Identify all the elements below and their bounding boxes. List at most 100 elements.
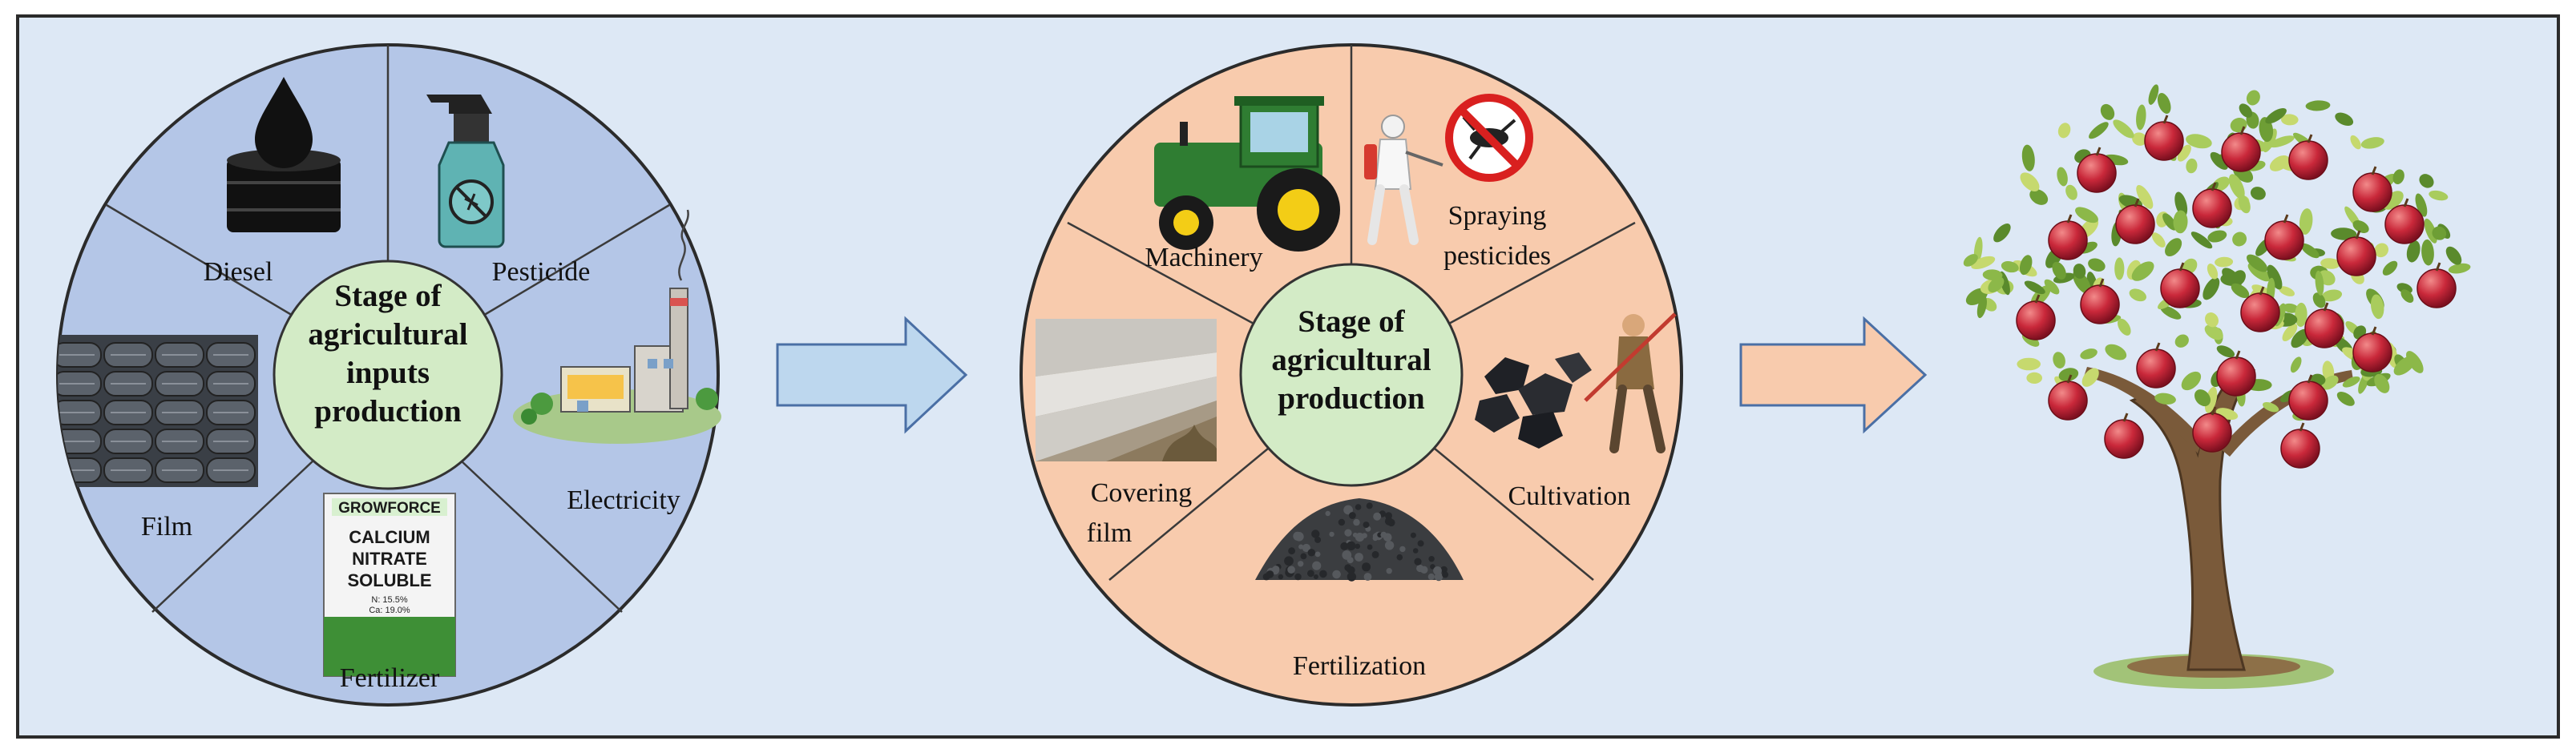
granule <box>1366 502 1373 509</box>
fertilizer-bag-icon: GROWFORCE CALCIUM NITRATE SOLUBLE N: 15.… <box>323 493 456 677</box>
apple-stem <box>2066 214 2073 223</box>
granule <box>1347 572 1357 582</box>
granule <box>1362 562 1371 572</box>
leaf <box>2190 232 2213 249</box>
granule <box>1293 531 1302 541</box>
leaf <box>2360 137 2384 149</box>
leaf <box>2279 286 2295 296</box>
apple <box>2221 132 2261 172</box>
leaf <box>2321 289 2343 302</box>
granule <box>1312 561 1322 570</box>
granule <box>1302 543 1310 553</box>
granule <box>1298 561 1304 567</box>
granule <box>1332 570 1341 579</box>
leaf <box>2232 232 2247 247</box>
leaf <box>2415 193 2428 217</box>
leaf <box>2421 239 2434 266</box>
oil-drop-icon <box>255 77 313 168</box>
granule <box>1288 547 1295 555</box>
apple <box>2048 381 2088 421</box>
leaf <box>2129 288 2146 302</box>
granule <box>1363 521 1370 529</box>
granule <box>1300 553 1307 560</box>
leaf <box>2283 303 2299 313</box>
leaf <box>2432 226 2447 240</box>
granule <box>1380 531 1387 538</box>
no-insect-icon <box>1445 94 1533 182</box>
apple <box>2336 236 2376 276</box>
leaf <box>2174 191 2188 217</box>
leaf <box>2246 90 2260 106</box>
label-spraying-line-1: Spraying <box>1448 201 1547 231</box>
leaf <box>2406 240 2421 263</box>
leaf <box>2029 188 2049 205</box>
leaf <box>2151 232 2166 248</box>
leaf <box>2247 254 2268 272</box>
granule <box>1311 530 1320 538</box>
fertilizer-bag-line-2: NITRATE <box>352 549 427 569</box>
leaf <box>2024 280 2045 295</box>
leaf <box>2405 351 2424 373</box>
granule <box>1287 566 1295 574</box>
apple <box>2016 300 2056 340</box>
granule <box>1420 566 1428 574</box>
leaf <box>2131 261 2154 281</box>
granule <box>1399 546 1406 553</box>
granule <box>1367 544 1373 550</box>
leaf <box>2336 392 2355 406</box>
inputs-center-line-4: production <box>314 394 462 429</box>
fertilizer-granules-icon <box>1255 498 1464 582</box>
inputs-hub <box>273 260 503 490</box>
granule <box>1319 570 1327 578</box>
apple <box>2304 308 2344 348</box>
apple <box>2384 204 2425 244</box>
leaf <box>1963 254 1978 267</box>
apple-stem <box>2034 294 2041 304</box>
leaf <box>2053 352 2065 368</box>
leaf <box>2019 255 2033 276</box>
granule <box>1414 558 1422 566</box>
leaf <box>2331 228 2357 240</box>
granule <box>1355 553 1363 562</box>
granule <box>1363 573 1372 581</box>
leaf <box>2320 258 2340 269</box>
granule <box>1396 554 1403 561</box>
leaf <box>2231 283 2250 299</box>
leaf <box>2382 260 2398 276</box>
apple-stem <box>2355 230 2361 240</box>
granule <box>1355 504 1362 510</box>
apple-stem <box>2134 198 2140 207</box>
leaf <box>2021 144 2035 171</box>
leaf <box>2335 112 2354 127</box>
apple-tree-icon <box>1963 84 2471 689</box>
leaf <box>2239 103 2253 118</box>
leaf <box>1971 256 1996 269</box>
label-cultivation: Cultivation <box>1508 481 1631 511</box>
leaf <box>2305 100 2331 111</box>
granule <box>1442 571 1449 578</box>
leaf <box>2295 302 2307 328</box>
leaf <box>2228 174 2245 199</box>
leaf <box>2429 190 2449 201</box>
leaf <box>2177 144 2191 162</box>
fertilizer-bag-spec-2: Ca: 19.0% <box>369 606 410 615</box>
leaf <box>2186 134 2212 149</box>
granule <box>1412 548 1419 554</box>
fertilizer-bag-brand: GROWFORCE <box>338 500 441 517</box>
granule <box>1372 535 1379 542</box>
apple <box>2104 419 2144 459</box>
leaf <box>2215 256 2234 268</box>
granule <box>1355 533 1365 542</box>
label-diesel: Diesel <box>204 257 273 287</box>
oil-barrel-icon <box>227 149 341 232</box>
coal-lumps-icon <box>1475 352 1592 449</box>
leaf <box>2057 123 2071 139</box>
granule <box>1417 540 1424 547</box>
apple-stem <box>2235 350 2241 360</box>
leaf <box>2300 243 2320 259</box>
inputs-wheel-spokes <box>106 45 670 613</box>
leaf <box>2065 184 2077 200</box>
granule <box>1344 529 1352 537</box>
leaf <box>2165 238 2182 257</box>
leaf <box>2222 268 2242 288</box>
